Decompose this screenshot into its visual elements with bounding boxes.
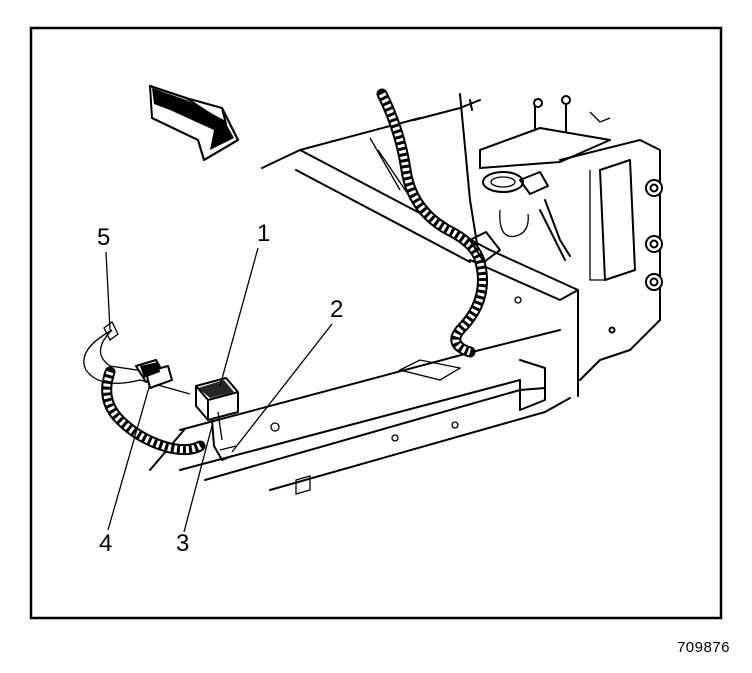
callout-1: 1	[257, 220, 271, 247]
forward-arrow-icon	[149, 85, 239, 161]
leader-lines	[105, 247, 333, 533]
vehicle-frame-rail-icon	[149, 93, 663, 495]
wiring-harness-icon	[83, 88, 501, 456]
leader-line-2	[231, 323, 333, 453]
callout-4: 4	[99, 530, 113, 557]
leader-line-4	[107, 383, 151, 531]
electrical-connector-icon	[103, 321, 173, 389]
sensor-module-icon	[195, 377, 239, 461]
callout-5: 5	[97, 224, 111, 251]
leader-line-3	[183, 425, 213, 533]
leader-line-1	[219, 247, 259, 387]
figure-border	[29, 26, 723, 620]
leader-line-5	[105, 251, 111, 331]
figure-number: 709876	[676, 639, 730, 656]
callout-3: 3	[176, 530, 190, 557]
callout-2: 2	[330, 296, 344, 323]
